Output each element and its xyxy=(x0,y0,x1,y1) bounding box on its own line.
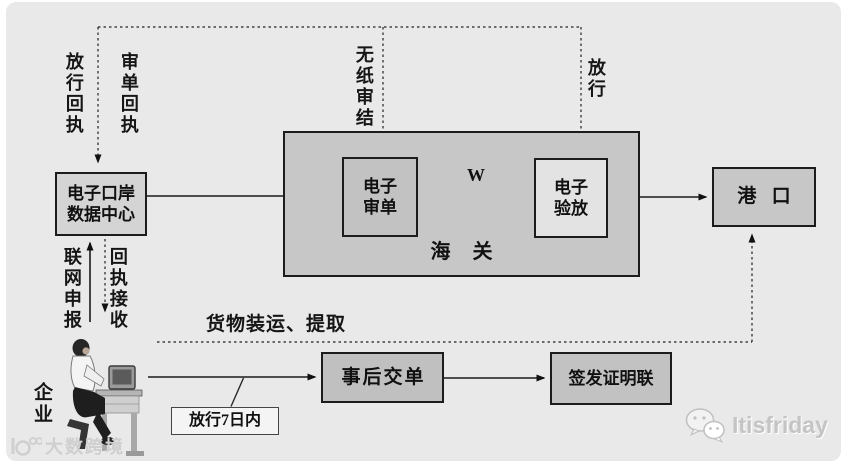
person-arm xyxy=(83,364,105,387)
watermark-left-text: 大数跨境 xyxy=(45,437,125,457)
certificate-label: 签发证明联 xyxy=(568,368,654,388)
node-electronic-document-review: 电子 审单 xyxy=(342,157,418,237)
within-7-days-label: 放行7日内 xyxy=(188,412,261,429)
monitor-screen xyxy=(112,369,132,385)
review-label-line1: 电子 xyxy=(363,176,397,196)
data-center-label-line2: 数据中心 xyxy=(67,205,135,224)
label-cargo-shipping-pickup: 货物装运、提取 xyxy=(206,314,347,335)
dashu-logo-icon xyxy=(11,437,42,456)
label-release: 放行 xyxy=(585,58,606,100)
label-paperless-audit: 无纸审结 xyxy=(353,45,374,129)
person-at-computer-illustration xyxy=(67,339,144,456)
data-center-label-line1: 电子口岸 xyxy=(67,183,135,203)
label-review-receipt: 审单回执 xyxy=(118,52,139,136)
node-port: 港口 xyxy=(712,167,816,227)
desk-leg-right xyxy=(131,413,137,455)
label-w-mark: W xyxy=(467,165,485,185)
person-lower-leg xyxy=(93,411,111,440)
desk-top xyxy=(95,389,143,397)
after-docs-label: 事后交单 xyxy=(341,366,426,388)
node-electronic-port-data-center: 电子口岸 数据中心 xyxy=(55,172,147,236)
label-release-receipt: 放行回执 xyxy=(63,52,84,136)
watermark-right: Itisfriday xyxy=(684,407,828,443)
label-online-declaration: 联网申报 xyxy=(61,247,82,331)
label-receipt-reception: 回执接收 xyxy=(107,247,128,331)
stool xyxy=(67,419,89,449)
desk-foot xyxy=(126,451,144,456)
wechat-icon xyxy=(685,408,725,443)
release-label-line2: 验放 xyxy=(554,199,588,218)
port-label: 港口 xyxy=(737,186,806,208)
node-within-7-days-of-release: 放行7日内 xyxy=(171,407,279,435)
watermark-right-text: Itisfriday xyxy=(732,411,828,438)
person-shirt xyxy=(70,355,96,392)
person-legs xyxy=(72,387,105,418)
node-post-document-submission: 事后交单 xyxy=(321,352,444,403)
watermark-left: 大数跨境 xyxy=(8,433,125,459)
review-label-line2: 审单 xyxy=(363,198,397,217)
node-issue-certificate-copy: 签发证明联 xyxy=(550,352,672,405)
person-foot xyxy=(101,437,115,445)
label-enterprise: 企业 xyxy=(30,382,52,426)
release-label-line1: 电子 xyxy=(554,177,588,197)
customs-label: 海关 xyxy=(430,241,515,263)
node-electronic-inspection-release: 电子 验放 xyxy=(534,158,608,238)
callout-slash xyxy=(230,377,245,407)
